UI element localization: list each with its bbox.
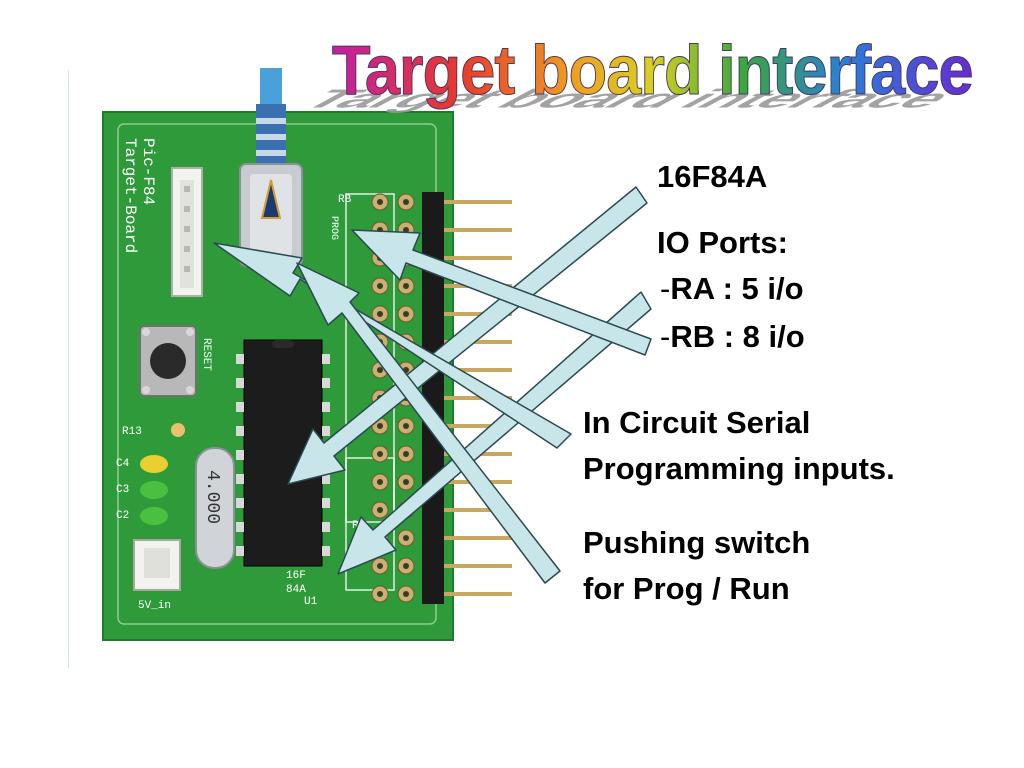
silk-5v-in: 5V_in xyxy=(138,600,171,612)
bullet-dash: - xyxy=(660,271,671,306)
target-board-photo: Pic-F84 Target-Board RESET R13 C4 C3 C2 … xyxy=(102,68,512,641)
slide-title: Target board interface Target board inte… xyxy=(287,22,992,142)
board-name-line1: Pic-F84 xyxy=(139,138,157,205)
silk-crystal: 4.000 xyxy=(202,470,222,524)
label-ra: -RA : 5 i/o xyxy=(660,270,804,308)
label-switch-line2: for Prog / Run xyxy=(583,571,790,606)
label-icsp-line2: Programming inputs. xyxy=(583,451,895,486)
label-ra-text: RA : 5 i/o xyxy=(670,271,804,306)
header-pins xyxy=(444,200,512,596)
label-switch-line1: Pushing switch xyxy=(583,525,811,560)
board-name-line2: Target-Board xyxy=(121,138,139,253)
silk-c2: C2 xyxy=(116,510,129,522)
silk-r13: R13 xyxy=(122,426,142,438)
silk-reset: RESET xyxy=(200,338,212,371)
label-chip: 16F84A xyxy=(657,159,768,194)
silk-prog: PROG xyxy=(328,216,339,240)
switch-stem xyxy=(260,68,282,108)
silk-chip-line2: 84A xyxy=(286,584,306,596)
silk-u1: U1 xyxy=(304,596,318,608)
title-text: Target board interface xyxy=(332,31,974,110)
pic-chip xyxy=(243,339,323,567)
label-io-ports: IO Ports: xyxy=(657,225,788,260)
label-rb-text: RB : 8 i/o xyxy=(670,319,805,354)
silk-chip-line1: 16F xyxy=(286,570,306,582)
label-rb: -RB : 8 i/o xyxy=(660,318,805,356)
silk-c4: C4 xyxy=(116,458,130,470)
silk-rb: RB xyxy=(338,194,352,206)
left-guide-line xyxy=(68,70,69,668)
label-icsp-line1: In Circuit Serial xyxy=(583,405,811,440)
silk-c3: C3 xyxy=(116,484,129,496)
bullet-dash: - xyxy=(660,319,671,354)
pin-header xyxy=(422,192,444,604)
